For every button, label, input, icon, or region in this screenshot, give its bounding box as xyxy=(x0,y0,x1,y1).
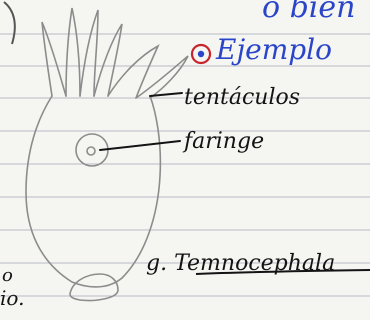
bullet-icon xyxy=(192,45,210,63)
margin-fragment-top: o xyxy=(2,265,13,286)
example-heading: Ejemplo xyxy=(215,33,332,66)
leader-lines xyxy=(100,93,182,150)
pharynx-label: faringe xyxy=(182,129,264,154)
margin-fragment-bottom: io. xyxy=(0,286,24,310)
genus-label: g. Temnocephala xyxy=(146,251,335,276)
margin-curve-stroke xyxy=(4,2,15,44)
header-top-text: o bien xyxy=(262,0,355,25)
tentacles-label: tentáculos xyxy=(184,85,300,110)
